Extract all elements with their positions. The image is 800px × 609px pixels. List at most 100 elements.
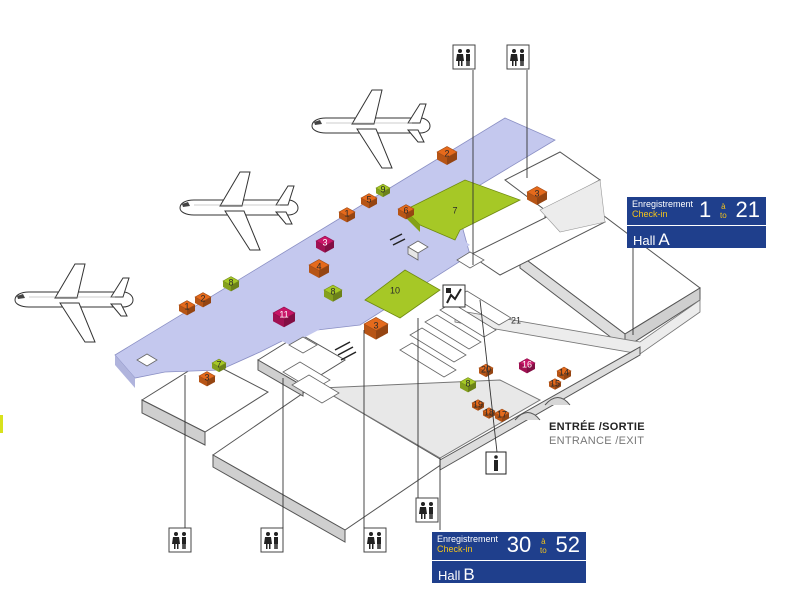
entrance-exit-label: ENTRÉE /SORTIE ENTRANCE /EXIT xyxy=(549,420,645,448)
counter-label: 2 xyxy=(200,293,205,303)
green-zone-10 xyxy=(364,269,441,319)
entrance-doors xyxy=(514,397,571,421)
counter-c8b: 8 xyxy=(323,284,343,302)
escalator-marks xyxy=(334,233,406,361)
entrance-en: ENTRANCE /EXIT xyxy=(549,435,645,447)
counter-c3d: 3 xyxy=(198,371,216,387)
counter-c5: 5 xyxy=(360,193,378,209)
counter-label: 14 xyxy=(559,367,569,377)
counter-label: 9 xyxy=(380,184,385,194)
counter-label: 3 xyxy=(534,188,539,198)
info-icon xyxy=(485,451,507,475)
counter-c7b: 7 xyxy=(211,358,227,373)
check-in-label: Enregistrement Check-in xyxy=(437,534,498,554)
check-in-label: Enregistrement Check-in xyxy=(632,199,693,219)
counter-c6: 6 xyxy=(397,204,415,220)
counter-c21: 21 xyxy=(511,315,521,325)
counter-label: 11 xyxy=(279,309,288,319)
counter-label: 19 xyxy=(473,399,483,409)
zone-label-c10: 10 xyxy=(390,285,400,295)
counter-c9: 9 xyxy=(375,183,391,198)
airplane-icon xyxy=(179,171,299,251)
check-in-fr: Enregistrement xyxy=(632,199,694,209)
counter-c16: 16 xyxy=(518,358,536,374)
counter-label: 8 xyxy=(330,286,335,296)
counter-label: 1 xyxy=(344,208,349,218)
check-in-rows xyxy=(282,290,512,404)
elevator-icon xyxy=(442,284,466,308)
check-in-en: Check-in xyxy=(632,209,668,219)
range-from: 30 xyxy=(506,532,532,557)
range-sep-fr: à xyxy=(541,537,546,547)
counter-c8c: 8 xyxy=(459,377,477,393)
counter-c3b: 3 xyxy=(315,235,335,253)
counter-label: 4 xyxy=(316,261,321,271)
counter-label: 17 xyxy=(497,409,507,419)
hall-word: Hall xyxy=(633,233,656,248)
leader-lines xyxy=(184,70,634,530)
hall-b-building xyxy=(140,333,542,543)
counter-label: 15 xyxy=(550,378,560,388)
restroom-icon xyxy=(260,527,284,553)
counter-c14: 14 xyxy=(556,366,572,381)
hall-letter: A xyxy=(658,230,670,249)
counter-c20: 20 xyxy=(478,363,494,378)
counter-c1b: 1 xyxy=(338,207,356,223)
hall-a-building xyxy=(439,151,701,471)
counter-c2a: 2 xyxy=(194,292,212,308)
entrance-fr: ENTRÉE /SORTIE xyxy=(549,421,645,433)
restroom-icon xyxy=(363,527,387,553)
check-in-fr: Enregistrement xyxy=(437,534,499,544)
range-sep-fr: à xyxy=(721,202,726,212)
counter-label: 8 xyxy=(228,277,233,287)
service-blocks xyxy=(136,240,485,367)
counter-c3c: 3 xyxy=(363,317,389,340)
counter-c2b: 2 xyxy=(436,146,458,165)
counter-label: 1 xyxy=(184,301,189,311)
range-sep-en: to xyxy=(540,546,547,556)
counter-c3a: 3 xyxy=(526,186,548,205)
counter-c19: 19 xyxy=(471,399,485,411)
counter-c8a: 8 xyxy=(222,276,240,292)
counter-label: 3 xyxy=(204,372,209,382)
airplane-icon xyxy=(14,263,134,343)
restroom-icon xyxy=(415,497,439,523)
zone-label-c7a: 7 xyxy=(452,205,457,215)
counter-label: 16 xyxy=(522,359,532,369)
counter-label: 8 xyxy=(465,378,470,388)
counter-c1a: 1 xyxy=(178,300,196,316)
airplane-icon xyxy=(311,89,431,169)
hall-letter: B xyxy=(463,565,475,584)
hall-word: Hall xyxy=(438,568,461,583)
counter-label: 5 xyxy=(366,194,371,204)
counter-label: 2 xyxy=(444,148,449,158)
range-sep-en: to xyxy=(720,211,727,221)
counter-label: 3 xyxy=(322,237,327,247)
counter-label: 20 xyxy=(481,364,491,374)
range-to: 21 xyxy=(735,197,760,222)
counter-label: 21 xyxy=(511,315,521,325)
restroom-icon xyxy=(452,44,476,70)
restroom-icon xyxy=(506,44,530,70)
concourse-floor xyxy=(114,117,556,388)
restroom-icon xyxy=(168,527,192,553)
counter-label: 18 xyxy=(484,407,494,417)
check-in-en: Check-in xyxy=(437,544,473,554)
edge-marker xyxy=(0,415,3,433)
counter-label: 3 xyxy=(373,320,378,330)
counter-c17: 17 xyxy=(494,408,510,423)
counter-c11: 11 xyxy=(272,306,296,328)
range-to: 52 xyxy=(555,532,580,557)
counter-c15: 15 xyxy=(548,378,562,390)
counter-label: 7 xyxy=(216,359,221,369)
counter-c4: 4 xyxy=(308,259,330,278)
range-from: 1 xyxy=(699,197,712,222)
counter-label: 6 xyxy=(403,205,408,215)
